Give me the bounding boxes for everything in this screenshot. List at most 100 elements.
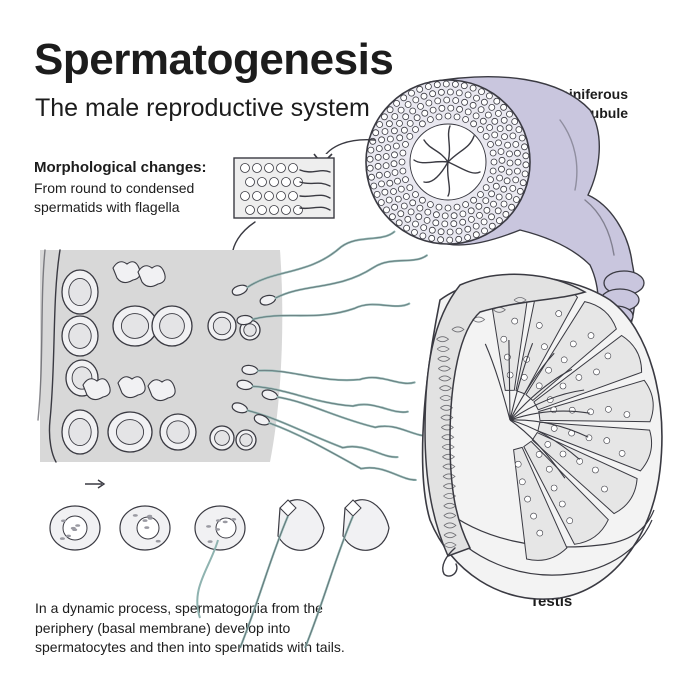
stage-nucleus [215,517,237,539]
tubule-cell [469,84,477,92]
inset-cell [257,177,267,187]
tubule-cell [462,201,470,208]
testis-lobule [513,446,568,561]
inset-cell [288,163,298,173]
epididymis-coil [436,336,450,343]
tubule-cell [399,149,407,157]
tubule-cell [388,213,396,221]
inset-cell [257,205,267,215]
spermatozoon [241,364,416,385]
cell-nucleus [166,420,190,444]
spermatozoon [236,302,411,326]
morphology-description: From round to condensed spermatids with … [34,180,195,215]
tubule-cell [394,177,401,185]
tubule-cell [485,92,493,100]
organelle [66,534,71,538]
tubule-cell [426,116,434,123]
organelle [215,528,221,531]
tubule-cell [464,225,472,233]
tubule-cell [384,144,392,152]
tubule-cell [513,196,520,203]
tubule-cell [504,141,512,149]
epididymis-coil [437,355,451,362]
lobule-tubule [518,478,526,486]
tubule-cell [402,140,409,148]
inset-cell [293,205,303,215]
flagellum-outline [304,515,354,649]
inset-cell [245,205,255,215]
lobule-tubule [550,425,558,432]
lobule-tubule [545,366,552,374]
lobule-tubule [566,517,574,525]
tubule-cell [512,176,520,184]
sperm-tail-outline [257,370,415,384]
tubule-cell [406,120,414,127]
sperm-tail-outline [247,231,395,288]
inset-magnified-tissue [233,157,335,219]
tubule-cell [511,118,519,125]
tubule-cell [397,185,405,193]
tubule-cell [521,143,528,151]
cell-nucleus [212,316,232,336]
tubule-cell [488,104,496,111]
tubule-cell [393,100,401,107]
epididymis-coil [441,434,455,441]
rete-vessel [509,419,589,438]
tubule-cell [464,91,472,99]
tubule-cell [490,158,498,166]
tubule-cell [441,212,449,220]
organelle [147,517,153,520]
tubule-cell [446,228,454,236]
tubule-cell [390,127,398,135]
tubule-cell [500,185,508,193]
tubule-cell [500,103,508,111]
tubule-cell [502,210,510,218]
lobule-tubule [618,450,626,457]
tubule-cell [374,162,382,170]
tubule-cell [500,116,508,124]
organelle [147,514,153,518]
tubule-cell [383,171,391,178]
seminiferous-tubule-drawing [365,76,645,353]
tubule-cell [416,85,424,93]
tubule-cell [404,101,412,108]
tubule-cell [459,210,467,218]
spermatozoon [231,230,396,296]
tubule-cell [469,101,477,109]
lobule-tubule [535,322,543,329]
inset-cell [240,191,250,201]
epididymis-coil [442,463,456,470]
tubule-cell [391,151,398,159]
residual-body [82,378,111,401]
tubule-cell [429,106,437,114]
tubule-cell [452,97,460,104]
cell-nucleus [68,417,92,447]
rete-vessel [509,419,566,479]
tubule-cell [494,207,502,215]
tubule-cell [402,193,410,200]
tubule-cell [505,168,513,176]
organelle [231,518,237,521]
tubule-cell [444,112,452,120]
spermatozoon [259,254,428,306]
lobule-tubule [569,340,577,348]
tubule-cell [366,164,374,172]
inset-cell [252,191,262,201]
tubule-cell [435,203,443,211]
tubule-cell [505,124,513,132]
tubule-cell [437,88,445,96]
tubule-cell [433,81,441,89]
inset-cell [252,163,262,173]
tubule-cell [461,98,469,106]
tubule-cell [480,218,488,226]
tubule-cell [500,200,508,208]
tubule-cell [512,140,520,148]
tubule-cell [375,171,383,179]
epididymis-coil [442,473,456,480]
organelle [222,520,228,524]
lobule-tubule [576,457,584,465]
tubule-cell [373,190,381,198]
tubule-cell [487,140,494,148]
tubule-cell [390,160,398,168]
